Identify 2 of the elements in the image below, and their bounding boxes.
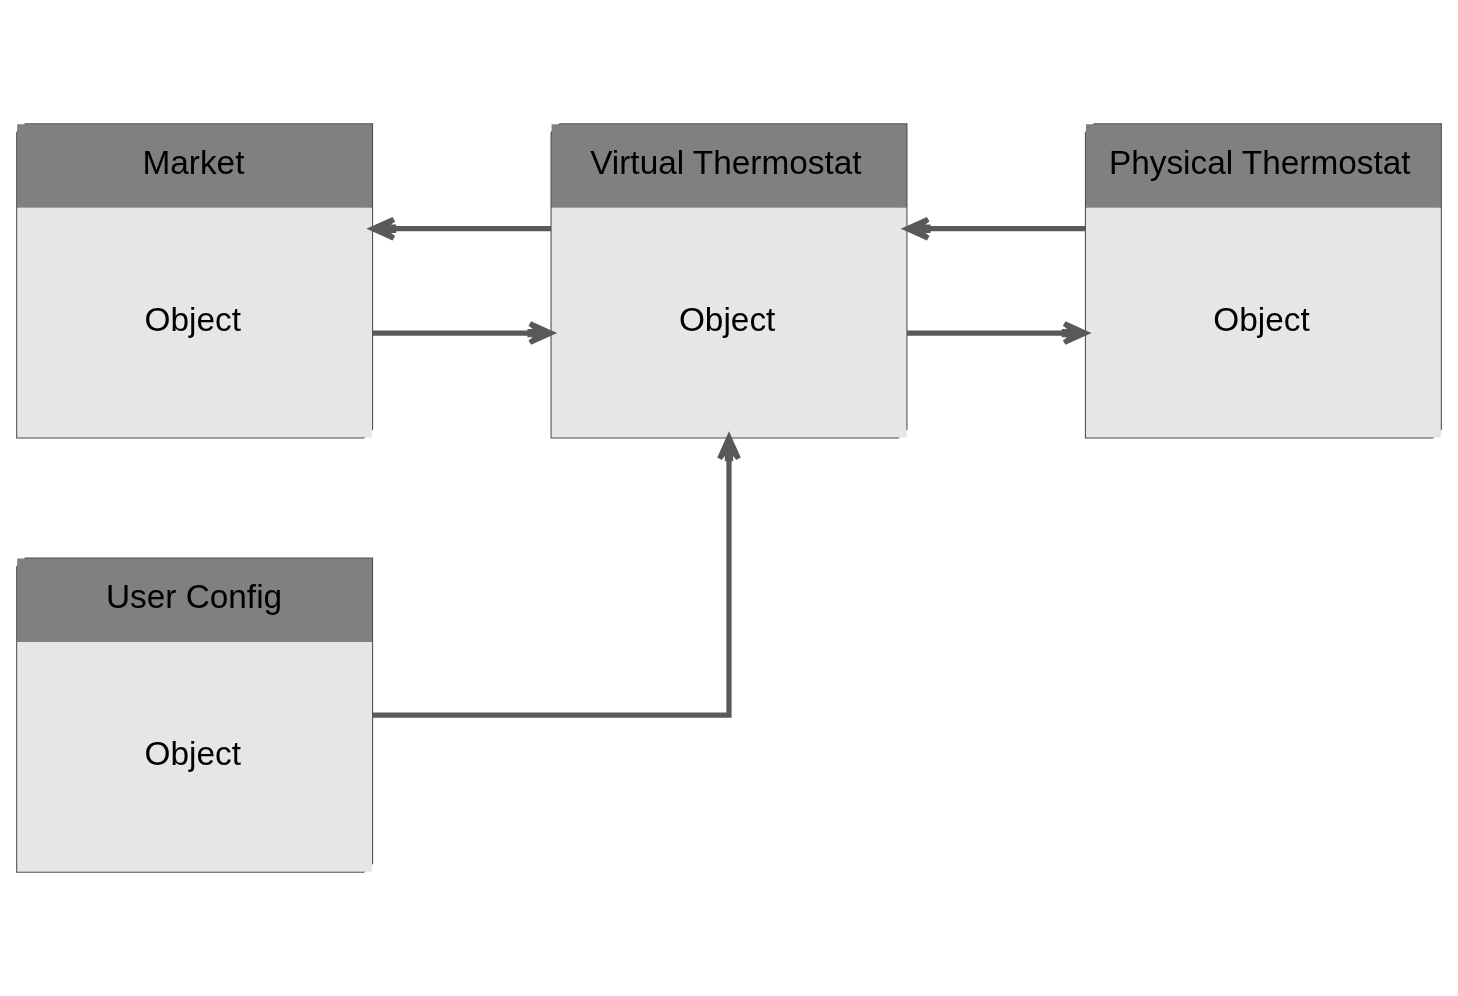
arrow (372, 321, 554, 346)
arrow (904, 216, 1086, 241)
